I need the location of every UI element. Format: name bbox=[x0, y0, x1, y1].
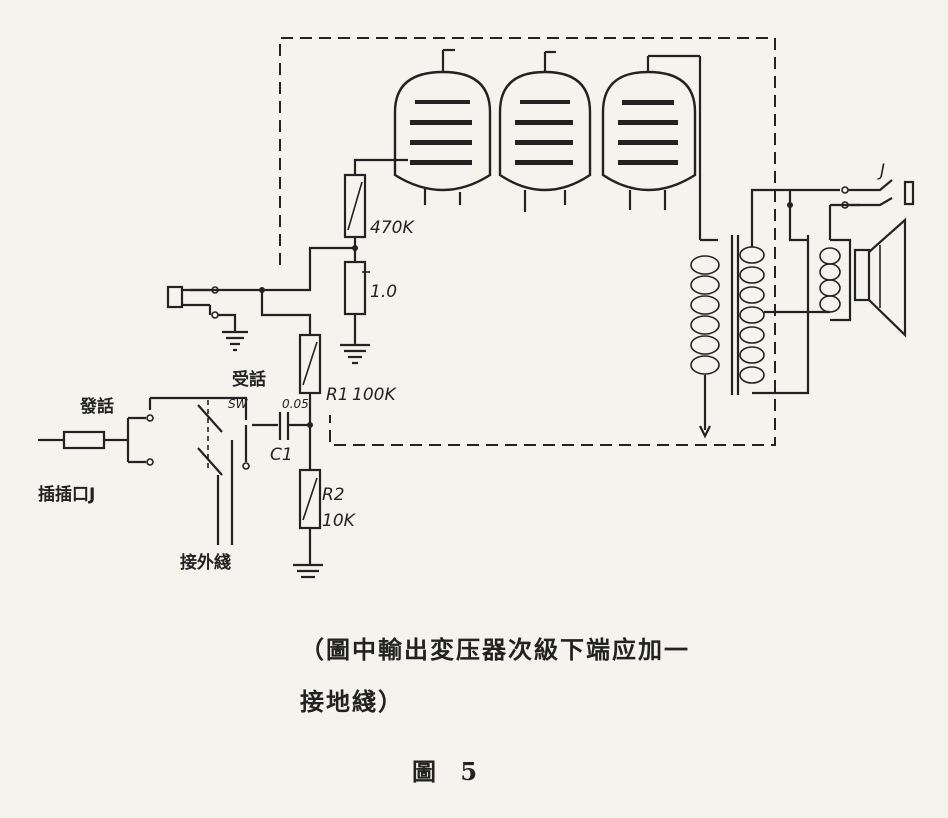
resistor-r1 bbox=[298, 333, 322, 395]
amplifier-enclosure bbox=[279, 37, 776, 446]
input-jack bbox=[166, 285, 219, 319]
diagram-caption-note: （圖中輸出変压器次級下端应加一 接地綫） bbox=[300, 624, 820, 728]
resistor-470k-label: 470K bbox=[370, 218, 415, 238]
switch-label: SW bbox=[228, 397, 249, 411]
ground-symbol-2 bbox=[222, 330, 248, 352]
vacuum-tube-2 bbox=[498, 50, 592, 212]
plug-connector bbox=[38, 416, 146, 464]
resistor-1meg bbox=[343, 260, 370, 316]
speaker-icon bbox=[853, 217, 907, 338]
c1-name: C1 bbox=[270, 445, 293, 465]
r1-name: R1 bbox=[326, 385, 349, 405]
external-line-label: 接外綫 bbox=[180, 552, 231, 573]
caption-line-1: （圖中輸出変压器次級下端应加一 bbox=[300, 635, 690, 664]
vacuum-tube-3 bbox=[601, 54, 702, 240]
output-transformer bbox=[690, 235, 765, 439]
r2-name: R2 bbox=[322, 485, 345, 505]
resistor-470k bbox=[343, 173, 367, 239]
ground-symbol-3 bbox=[293, 563, 323, 579]
output-jack bbox=[903, 180, 915, 206]
resistor-1meg-label: 1.0 bbox=[370, 282, 397, 302]
ground-symbol-1 bbox=[340, 343, 370, 365]
c1-value: 0.05 bbox=[282, 397, 309, 411]
speaker-coil bbox=[764, 238, 852, 322]
output-jack-label: J bbox=[877, 161, 885, 181]
r1-value: 100K bbox=[352, 385, 397, 405]
receive-label: 受話 bbox=[232, 369, 266, 390]
r2-value: 10K bbox=[322, 511, 357, 531]
caption-line-2: 接地綫） bbox=[300, 687, 404, 716]
vacuum-tube-1 bbox=[393, 48, 492, 205]
plug-label: 插插口J bbox=[38, 484, 95, 505]
figure-number: 圖 5 bbox=[412, 757, 486, 786]
transmit-label: 發話 bbox=[79, 396, 114, 417]
resistor-r2 bbox=[298, 468, 322, 530]
